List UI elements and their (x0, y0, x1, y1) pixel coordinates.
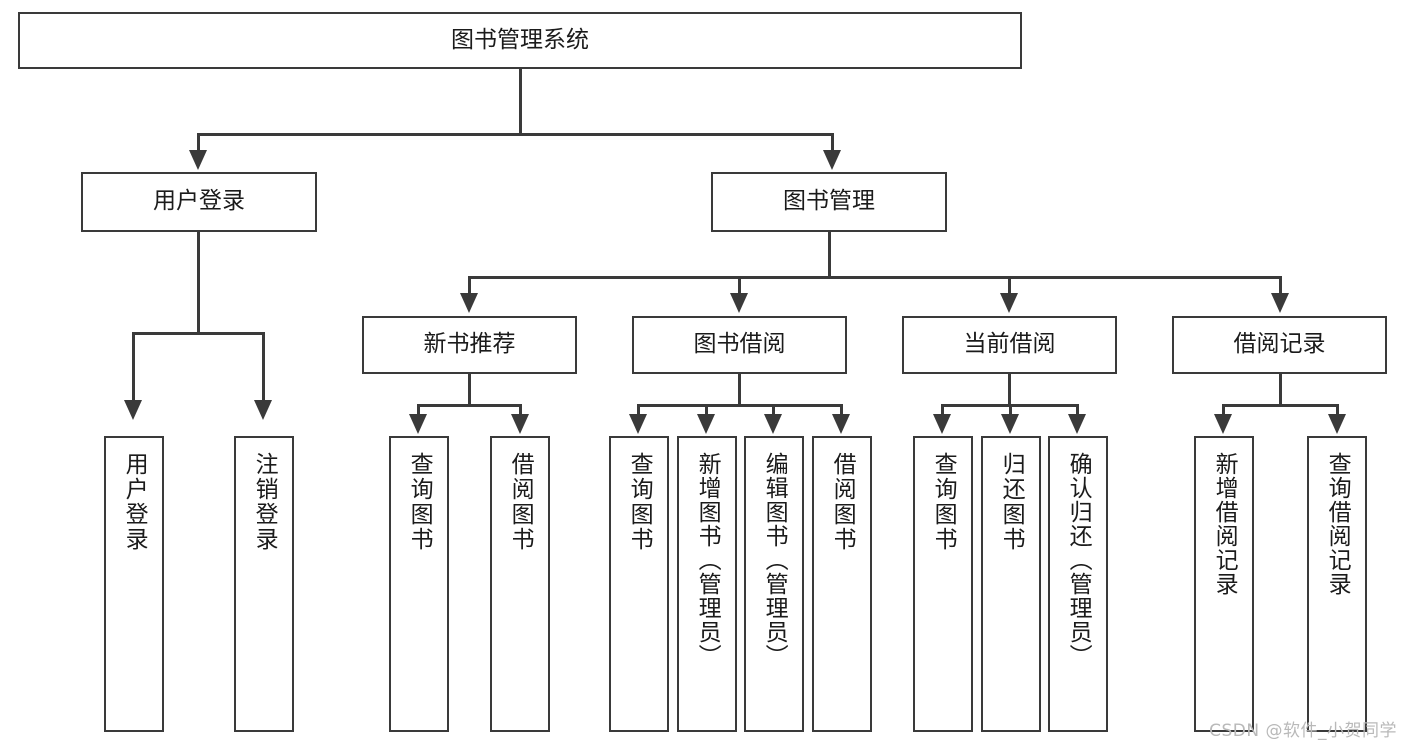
connector-user-login-stem (197, 232, 200, 334)
arrowhead-leaf-borrow-record-1 (1328, 414, 1346, 434)
arrowhead-leaf-book-borrow-0 (629, 414, 647, 434)
connector-book-borrow-bus (637, 404, 843, 407)
node-label: 查询图书 (930, 452, 957, 552)
leaf-current-borrow-0[interactable]: 查询图书 (913, 436, 973, 732)
leaf-user-login-0[interactable]: 用户登录 (104, 436, 164, 732)
node-new-book-recommend[interactable]: 新书推荐 (362, 316, 577, 374)
arrowhead-leaf-user-login-1 (254, 400, 272, 420)
leaf-user-login-1[interactable]: 注销登录 (234, 436, 294, 732)
node-label: 新书推荐 (423, 331, 516, 358)
arrowhead-leaf-new-book-0 (409, 414, 427, 434)
arrowhead-leaf-current-borrow-0 (933, 414, 951, 434)
connector-new-book-bus (417, 404, 522, 407)
node-label: 借阅记录 (1233, 331, 1326, 358)
connector-book-management-stem (828, 232, 831, 278)
connector-root-stem (519, 69, 522, 135)
arrowhead-user-login (189, 150, 207, 170)
connector-current-borrow-stem (1008, 374, 1011, 407)
arrowhead-leaf-book-borrow-3 (832, 414, 850, 434)
connector-level3-bus (468, 276, 1282, 279)
node-label: 图书管理系统 (451, 26, 589, 53)
arrowhead-level3-2 (1000, 293, 1018, 313)
node-label: 借阅图书 (507, 452, 534, 552)
arrowhead-book-management (823, 150, 841, 170)
arrowhead-level3-0 (460, 293, 478, 313)
connector-drop-book-management (831, 133, 834, 152)
connector-new-book-stem (468, 374, 471, 407)
node-label: 借阅图书 (829, 452, 856, 552)
leaf-book-borrow-0[interactable]: 查询图书 (609, 436, 669, 732)
node-label: 编辑图书（管理员） (761, 452, 788, 668)
connector-drop-level3-1 (738, 276, 741, 295)
leaf-current-borrow-1[interactable]: 归还图书 (981, 436, 1041, 732)
node-label: 查询借阅记录 (1324, 452, 1351, 596)
node-current-borrow[interactable]: 当前借阅 (902, 316, 1117, 374)
node-book-management[interactable]: 图书管理 (711, 172, 947, 232)
arrowhead-leaf-borrow-record-0 (1214, 414, 1232, 434)
node-label: 新增借阅记录 (1211, 452, 1238, 596)
connector-drop-leaf-user-login-1 (262, 332, 265, 404)
connector-drop-leaf-current-borrow-2 (1076, 404, 1079, 418)
connector-drop-leaf-book-borrow-3 (840, 404, 843, 418)
node-book-borrow[interactable]: 图书借阅 (632, 316, 847, 374)
node-label: 查询图书 (626, 452, 653, 552)
node-label: 注销登录 (251, 452, 278, 552)
leaf-book-borrow-1[interactable]: 新增图书（管理员） (677, 436, 737, 732)
node-label: 用户登录 (153, 188, 245, 215)
connector-drop-leaf-book-borrow-0 (637, 404, 640, 418)
arrowhead-leaf-current-borrow-1 (1001, 414, 1019, 434)
connector-borrow-record-bus (1222, 404, 1339, 407)
connector-drop-user-login (197, 133, 200, 152)
node-user-login[interactable]: 用户登录 (81, 172, 317, 232)
node-borrow-record[interactable]: 借阅记录 (1172, 316, 1387, 374)
node-label: 查询图书 (406, 452, 433, 552)
leaf-book-borrow-2[interactable]: 编辑图书（管理员） (744, 436, 804, 732)
arrowhead-leaf-user-login-0 (124, 400, 142, 420)
connector-drop-leaf-new-book-0 (417, 404, 420, 418)
leaf-new-book-1[interactable]: 借阅图书 (490, 436, 550, 732)
leaf-borrow-record-0[interactable]: 新增借阅记录 (1194, 436, 1254, 732)
arrowhead-leaf-book-borrow-2 (764, 414, 782, 434)
arrowhead-level3-1 (730, 293, 748, 313)
node-label: 确认归还（管理员） (1065, 452, 1092, 668)
connector-user-login-bus (132, 332, 265, 335)
leaf-new-book-0[interactable]: 查询图书 (389, 436, 449, 732)
connector-drop-leaf-book-borrow-1 (705, 404, 708, 418)
node-label: 用户登录 (121, 452, 148, 552)
leaf-current-borrow-2[interactable]: 确认归还（管理员） (1048, 436, 1108, 732)
connector-drop-level3-2 (1008, 276, 1011, 295)
connector-drop-leaf-new-book-1 (519, 404, 522, 418)
connector-drop-leaf-current-borrow-0 (941, 404, 944, 418)
node-label: 图书借阅 (693, 331, 786, 358)
node-label: 归还图书 (998, 452, 1025, 552)
leaf-borrow-record-1[interactable]: 查询借阅记录 (1307, 436, 1367, 732)
connector-drop-level3-3 (1279, 276, 1282, 295)
connector-borrow-record-stem (1279, 374, 1282, 407)
connector-drop-leaf-user-login-0 (132, 332, 135, 404)
node-label: 图书管理 (783, 188, 875, 215)
connector-level2-bus (197, 133, 834, 136)
connector-drop-leaf-current-borrow-1 (1009, 404, 1012, 418)
connector-drop-leaf-book-borrow-2 (772, 404, 775, 418)
connector-drop-leaf-borrow-record-1 (1336, 404, 1339, 418)
arrowhead-leaf-current-borrow-2 (1068, 414, 1086, 434)
arrowhead-leaf-book-borrow-1 (697, 414, 715, 434)
arrowhead-leaf-new-book-1 (511, 414, 529, 434)
node-root-library-system[interactable]: 图书管理系统 (18, 12, 1022, 69)
node-label: 新增图书（管理员） (694, 452, 721, 668)
arrowhead-level3-3 (1271, 293, 1289, 313)
node-label: 当前借阅 (963, 331, 1056, 358)
connector-book-borrow-stem (738, 374, 741, 407)
leaf-book-borrow-3[interactable]: 借阅图书 (812, 436, 872, 732)
connector-drop-level3-0 (468, 276, 471, 295)
connector-drop-leaf-borrow-record-0 (1222, 404, 1225, 418)
